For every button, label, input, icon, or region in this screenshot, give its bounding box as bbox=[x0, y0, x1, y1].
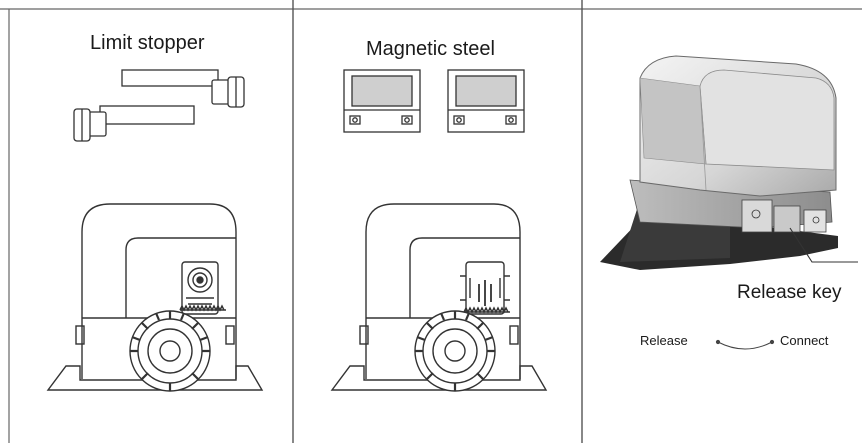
gate-motor-unit-icon bbox=[600, 55, 858, 270]
release-key-label: Release key bbox=[737, 282, 842, 303]
connect-label: Connect bbox=[780, 333, 829, 348]
limit-stopper-title: Limit stopper bbox=[90, 32, 205, 54]
motor-housing-with-magnetic-steel-icon bbox=[330, 203, 548, 392]
magnetic-steel-block-icon bbox=[343, 69, 525, 133]
limit-stopper-bracket-icon bbox=[73, 69, 245, 142]
release-label: Release bbox=[640, 333, 688, 348]
release-key-leader-line bbox=[789, 227, 858, 263]
motor-housing-with-limit-stopper-icon bbox=[46, 203, 264, 392]
release-connect-arc-icon bbox=[715, 339, 775, 350]
magnetic-steel-title: Magnetic steel bbox=[366, 38, 495, 60]
